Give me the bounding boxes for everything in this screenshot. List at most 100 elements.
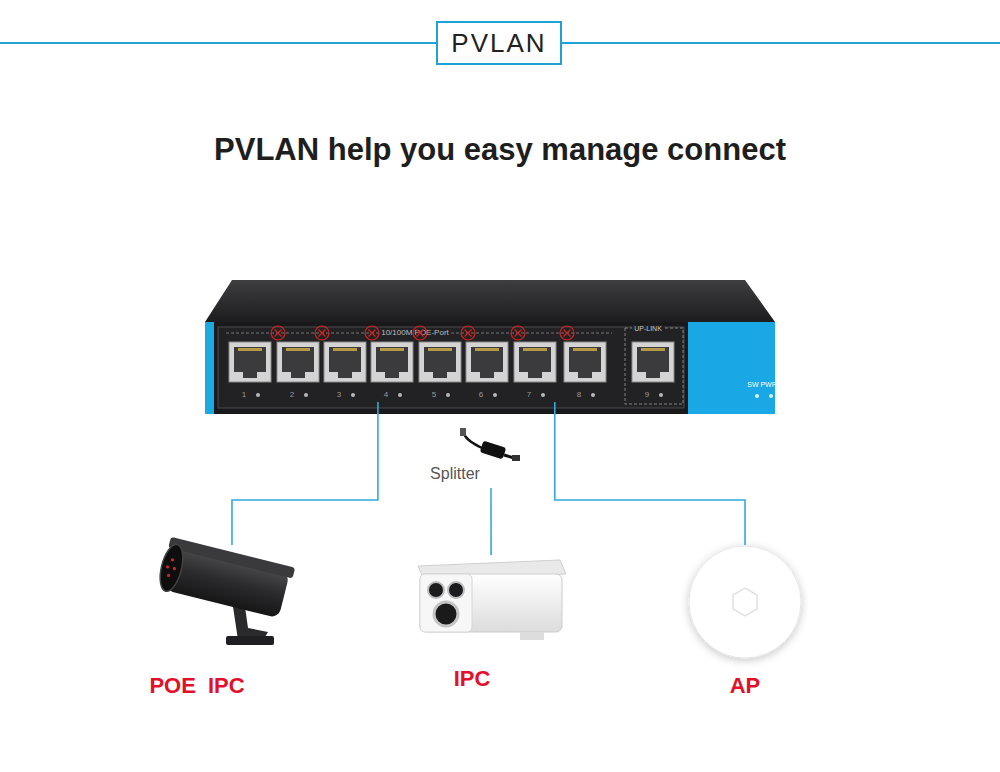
port-number: 9 bbox=[645, 391, 649, 400]
port-housing bbox=[229, 342, 271, 382]
device-label: AP bbox=[730, 674, 761, 698]
rj45-port bbox=[324, 342, 366, 397]
camera-front bbox=[156, 542, 187, 593]
switch-port: 7 bbox=[513, 340, 557, 402]
port-housing bbox=[419, 342, 461, 382]
isolation-circle bbox=[511, 326, 525, 340]
port-led bbox=[541, 393, 545, 397]
isolation-circle bbox=[413, 326, 427, 340]
port-number: 2 bbox=[290, 391, 294, 400]
camera-mount bbox=[226, 636, 274, 645]
isolation-marks bbox=[271, 326, 574, 340]
port-opening bbox=[329, 347, 361, 378]
port-housing bbox=[564, 342, 606, 382]
isolation-mark bbox=[365, 326, 379, 340]
switch-port: 9 bbox=[631, 340, 675, 402]
isolation-mark bbox=[461, 326, 475, 340]
box-camera-icon bbox=[418, 560, 566, 640]
ir-led bbox=[171, 558, 175, 562]
rj45-port bbox=[514, 342, 556, 397]
rj45-port bbox=[229, 342, 271, 397]
port-opening bbox=[234, 347, 266, 378]
port-housing bbox=[324, 342, 366, 382]
device-node: POE IPC bbox=[120, 545, 340, 705]
subtitle: PVLAN help you easy manage connect bbox=[214, 132, 786, 168]
ap-hexagon bbox=[733, 588, 757, 616]
ir-led bbox=[167, 573, 171, 577]
isolation-cross bbox=[369, 330, 376, 337]
port-opening bbox=[376, 347, 408, 378]
splitter-plug bbox=[512, 455, 520, 461]
device-node: IPC bbox=[400, 555, 580, 695]
port-led bbox=[256, 393, 260, 397]
device-node: AP bbox=[680, 545, 810, 705]
isolation-circle bbox=[315, 326, 329, 340]
splitter-plug bbox=[460, 428, 466, 436]
splitter-node: Splitter bbox=[415, 428, 535, 488]
splitter-icon bbox=[460, 428, 520, 461]
port-pins bbox=[428, 348, 452, 351]
rj45-port bbox=[564, 342, 606, 397]
camera-front bbox=[420, 574, 472, 632]
poe-switch: 10/100M POE-Port UP-LINK SW PWR 1 2 3 4 5 6 7 8 9 bbox=[205, 280, 775, 415]
header-rule bbox=[0, 42, 437, 44]
switch-port: 2 bbox=[276, 340, 320, 402]
switch-blue-panel bbox=[688, 322, 775, 414]
port-number: 4 bbox=[384, 391, 388, 400]
isolation-circle bbox=[271, 326, 285, 340]
uplink-label: UP-LINK bbox=[632, 325, 664, 333]
isolation-cross bbox=[515, 330, 522, 337]
power-label: SW PWR bbox=[747, 381, 777, 389]
switch-port: 3 bbox=[323, 340, 367, 402]
camera-lens bbox=[434, 602, 458, 626]
switch-port: 4 bbox=[370, 340, 414, 402]
isolation-mark bbox=[315, 326, 329, 340]
port-led bbox=[398, 393, 402, 397]
port-pins bbox=[641, 348, 665, 351]
port-group-label: 10/100M POE-Port bbox=[379, 329, 451, 338]
isolation-cross bbox=[275, 330, 282, 337]
port-pins bbox=[380, 348, 404, 351]
camera-ir-lens bbox=[428, 582, 444, 598]
port-number: 1 bbox=[242, 391, 246, 400]
edge-group bbox=[232, 402, 745, 555]
port-led bbox=[591, 393, 595, 397]
switch-port: 1 bbox=[228, 340, 272, 402]
ap-disc bbox=[689, 546, 801, 658]
port-housing bbox=[371, 342, 413, 382]
device-label: IPC bbox=[454, 667, 491, 691]
port-opening bbox=[519, 347, 551, 378]
isolation-mark bbox=[271, 326, 285, 340]
header-rule bbox=[561, 42, 1000, 44]
status-led bbox=[755, 394, 759, 398]
port-pins bbox=[523, 348, 547, 351]
rj45-port bbox=[277, 342, 319, 397]
isolation-circle bbox=[560, 326, 574, 340]
port-led bbox=[304, 393, 308, 397]
port-led bbox=[446, 393, 450, 397]
port-pins bbox=[475, 348, 499, 351]
switch-front bbox=[205, 322, 775, 414]
isolation-cross bbox=[564, 330, 571, 337]
status-led bbox=[769, 394, 773, 398]
port-opening bbox=[424, 347, 456, 378]
port-opening bbox=[637, 347, 669, 378]
isolation-cross bbox=[319, 330, 326, 337]
isolation-mark bbox=[413, 326, 427, 340]
isolation-cross bbox=[465, 330, 472, 337]
port-opening bbox=[569, 347, 601, 378]
camera-mount bbox=[520, 632, 544, 640]
port-number: 6 bbox=[479, 391, 483, 400]
port-pins bbox=[333, 348, 357, 351]
port-number: 5 bbox=[432, 391, 436, 400]
ir-led bbox=[166, 565, 170, 569]
isolation-mark bbox=[511, 326, 525, 340]
rj45-port bbox=[466, 342, 508, 397]
port-pins bbox=[286, 348, 310, 351]
port-number: 8 bbox=[577, 391, 581, 400]
port-housing bbox=[277, 342, 319, 382]
rj45-port bbox=[371, 342, 413, 397]
